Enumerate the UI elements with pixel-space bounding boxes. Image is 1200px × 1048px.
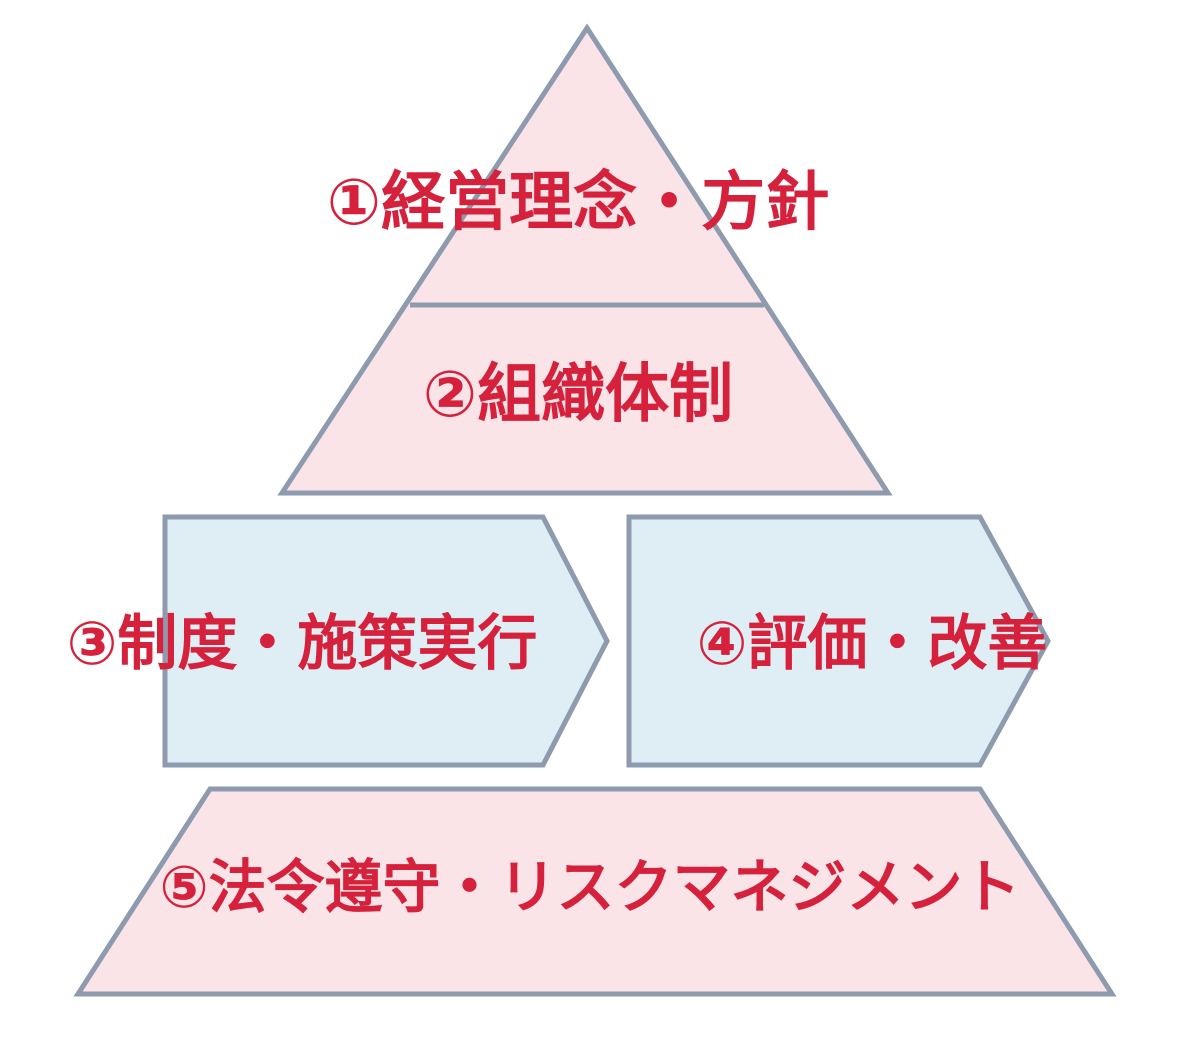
level-4-label: ④評価・改善 — [697, 609, 1048, 679]
level-3-label: ③制度・施策実行 — [67, 609, 538, 679]
level-2-label: ②組織体制 — [423, 358, 733, 432]
level-1-label: ①経営理念・方針 — [327, 166, 829, 240]
compliance-base-shape — [73, 786, 1117, 997]
execution-chevron — [162, 514, 610, 768]
evaluation-chevron — [626, 514, 1051, 768]
pyramid-top-shape — [277, 23, 893, 496]
level-5-label: ⑤法令遵守・リスクマネジメント — [159, 853, 1020, 921]
